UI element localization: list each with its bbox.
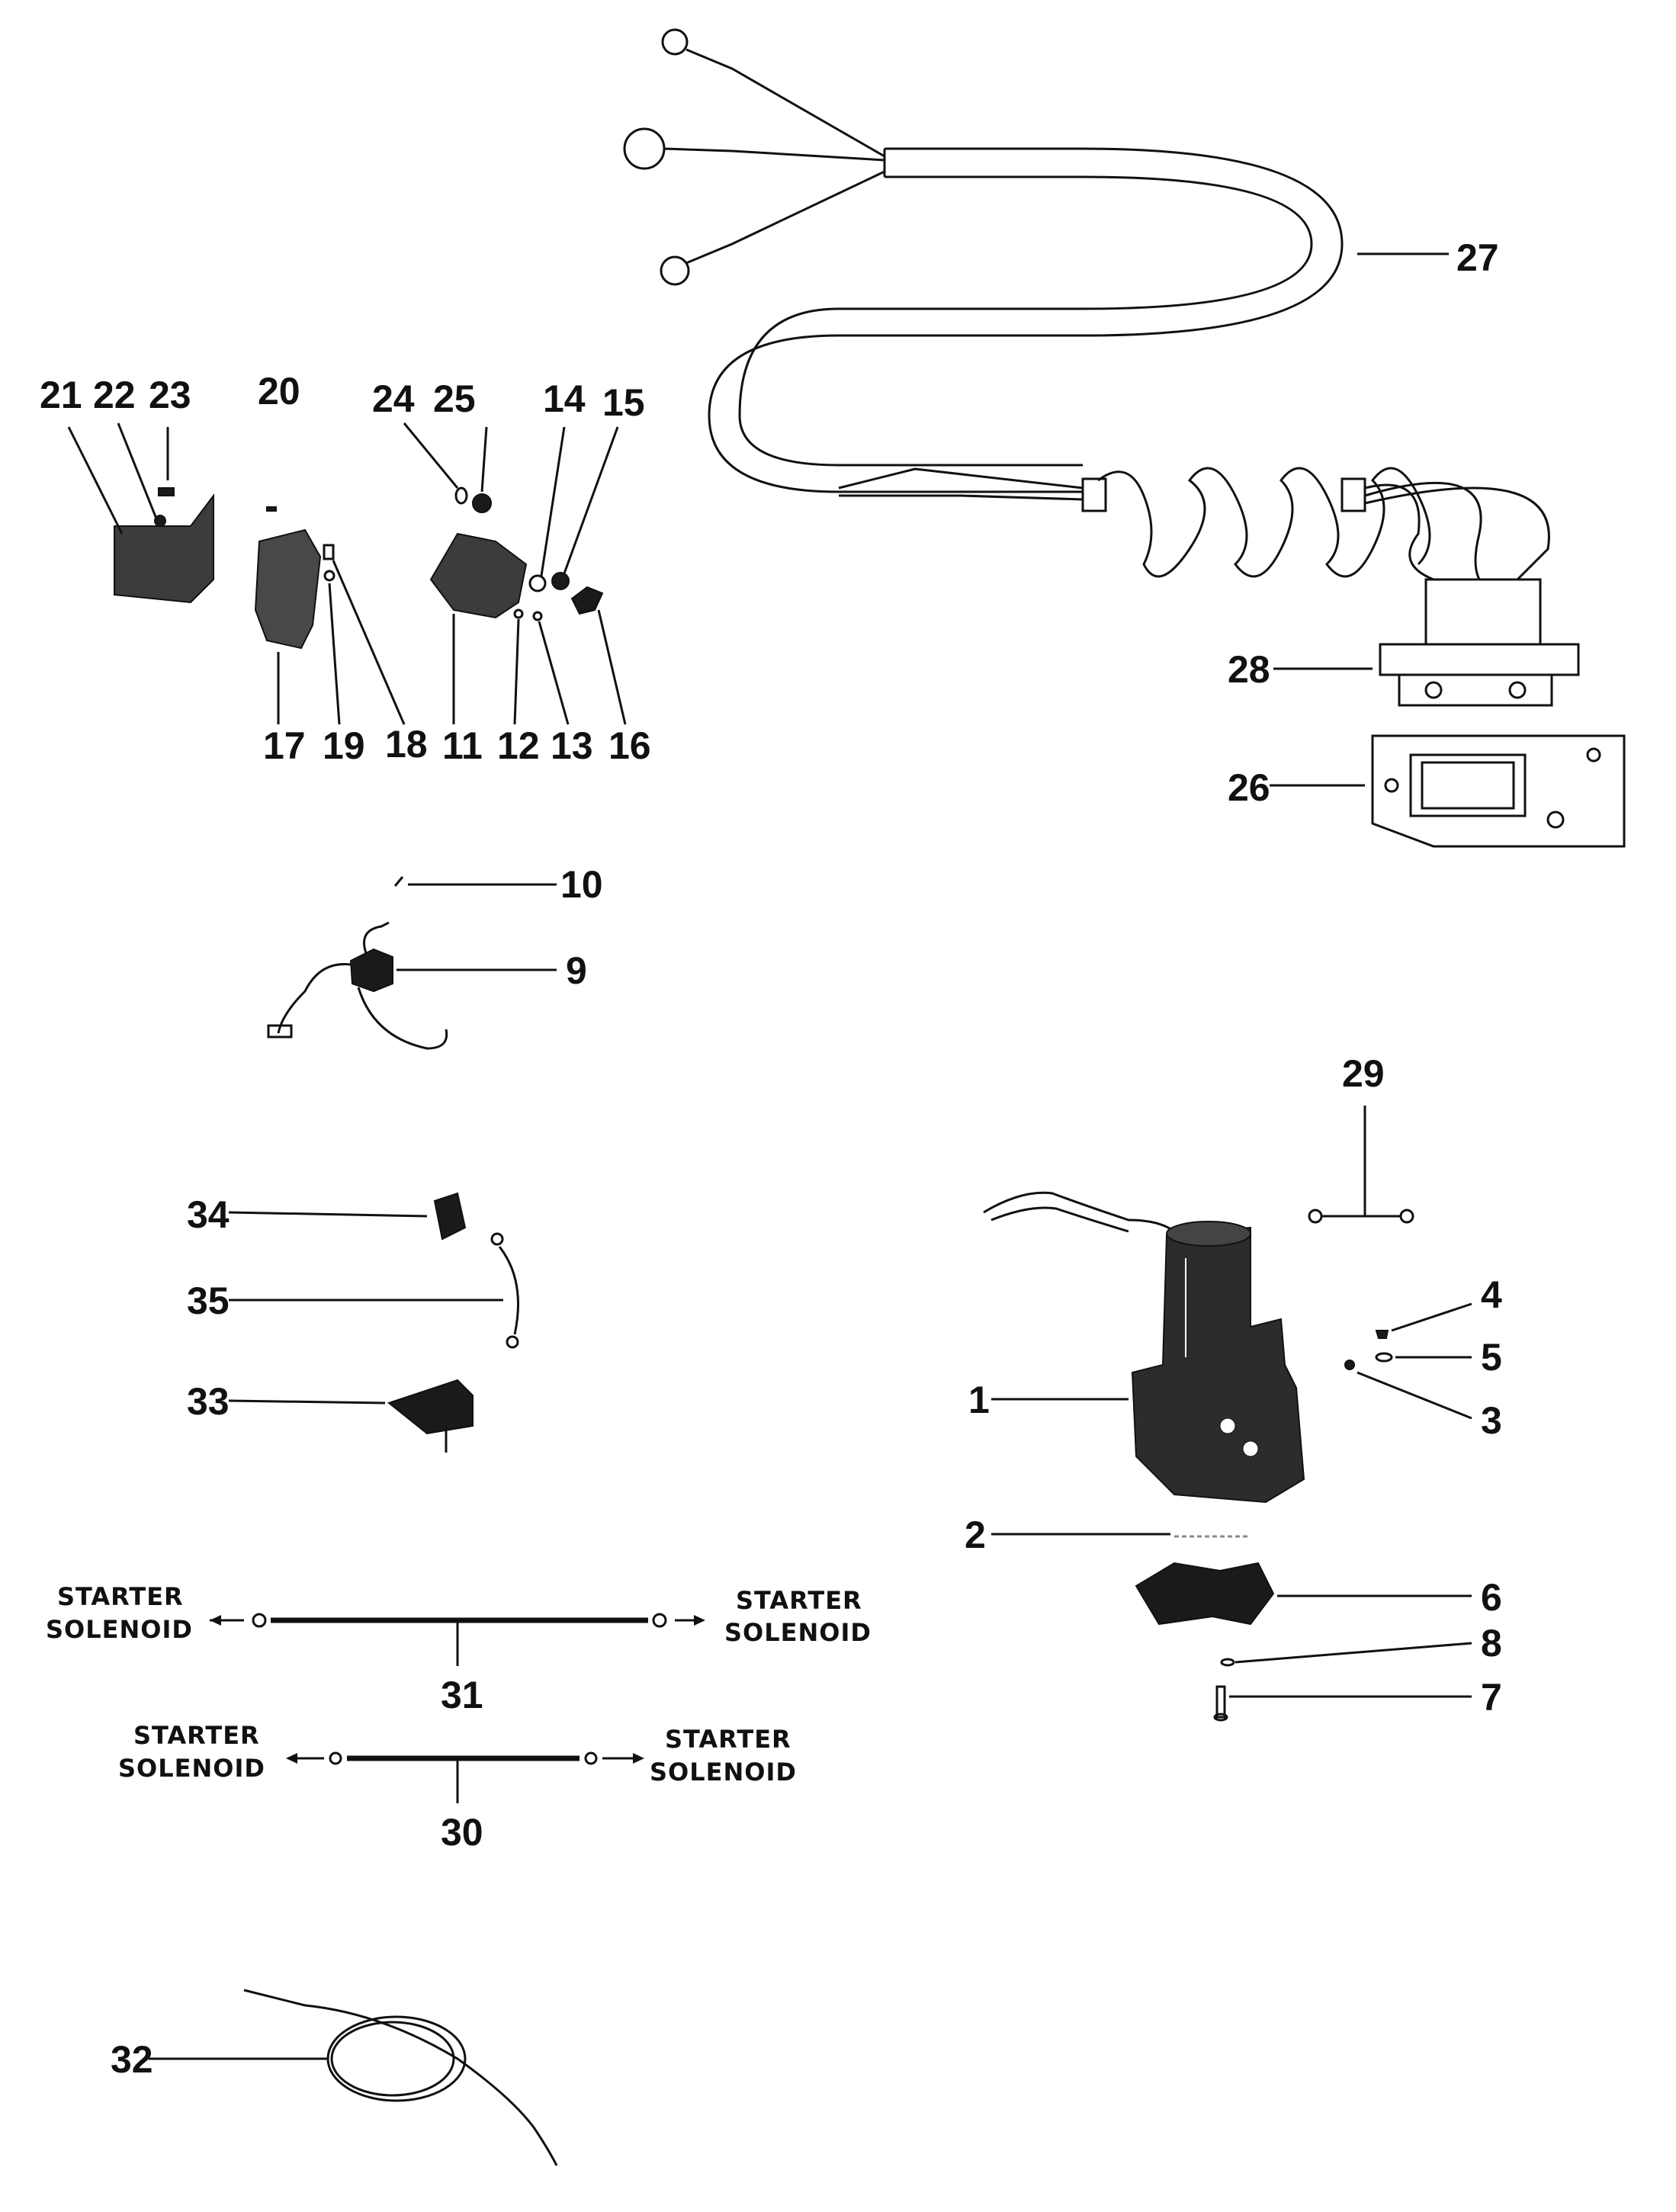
callout-34: 34: [187, 1193, 230, 1236]
label-30-left-solenoid: SOLENOID: [118, 1754, 265, 1783]
part-11-key-switch: [429, 532, 528, 724]
part-19-washer: [323, 570, 341, 725]
callout-23: 23: [149, 374, 191, 416]
part-33-bracket: [228, 1379, 474, 1453]
part-24-washer: [403, 422, 468, 505]
callout-2: 2: [965, 1514, 986, 1556]
callout-numbers: 27 21 22 23 20 24 25 14 15 28 17 19 18 1…: [40, 236, 1502, 2081]
label-31-right-starter: STARTER: [736, 1586, 862, 1615]
callout-6: 6: [1481, 1576, 1502, 1619]
part-27-wiring-harness: [623, 28, 1550, 581]
part-18-screw: [323, 544, 406, 725]
part-34-connector: [228, 1192, 467, 1241]
part-31-lead: [210, 1613, 705, 1666]
part-25-nut: [472, 426, 492, 513]
label-31-left-starter: STARTER: [57, 1582, 184, 1611]
part-5-washer: [1375, 1352, 1472, 1363]
callout-12: 12: [497, 724, 540, 767]
part-6-block: [1135, 1562, 1472, 1626]
callout-33: 33: [187, 1380, 230, 1423]
part-16-boot: [570, 586, 627, 725]
starter-solenoid-labels: STARTER SOLENOID STARTER SOLENOID STARTE…: [46, 1582, 872, 1787]
callout-4: 4: [1481, 1273, 1502, 1316]
callout-7: 7: [1481, 1676, 1502, 1719]
callout-35: 35: [187, 1279, 230, 1322]
callout-14: 14: [543, 377, 586, 420]
label-30-left-starter: STARTER: [133, 1721, 260, 1750]
label-30-right-solenoid: SOLENOID: [650, 1758, 797, 1787]
callout-25: 25: [433, 377, 476, 420]
part-7-bolt: [1213, 1685, 1472, 1722]
part-8-washer: [1220, 1642, 1472, 1667]
label-31-right-solenoid: SOLENOID: [724, 1618, 872, 1647]
part-20-pin: [266, 506, 277, 512]
part-29-jumper: [1308, 1106, 1414, 1224]
callout-3: 3: [1481, 1399, 1502, 1442]
part-2-gasket: [991, 1533, 1251, 1538]
callout-22: 22: [93, 374, 136, 416]
part-3-nut: [1344, 1360, 1472, 1420]
part-10-clip: [393, 876, 557, 887]
part-1-pump-assembly: [983, 1191, 1305, 1504]
callout-31: 31: [441, 1674, 483, 1716]
label-31-left-solenoid: SOLENOID: [46, 1615, 193, 1644]
callout-21: 21: [40, 374, 82, 416]
callout-13: 13: [551, 724, 593, 767]
part-23-bolt: [158, 427, 175, 496]
part-12-washer: [513, 608, 524, 725]
part-17-switch-housing: [254, 528, 322, 724]
part-30-lead: [286, 1751, 644, 1803]
label-30-right-starter: STARTER: [665, 1725, 791, 1754]
callout-19: 19: [323, 724, 365, 767]
callout-29: 29: [1342, 1052, 1385, 1095]
callout-5: 5: [1481, 1336, 1502, 1379]
part-14-nut: [528, 426, 566, 592]
part-9-switch-assembly: [267, 921, 557, 1050]
callout-1: 1: [968, 1379, 990, 1421]
callout-17: 17: [263, 724, 306, 767]
part-22-screw: [117, 422, 166, 527]
part-4-screw: [1375, 1302, 1472, 1339]
callout-24: 24: [372, 377, 415, 420]
callout-26: 26: [1228, 766, 1270, 809]
part-26-mounting-plate: [1270, 734, 1626, 848]
part-15-nut: [551, 426, 619, 590]
callout-16: 16: [608, 724, 651, 767]
callout-18: 18: [385, 723, 428, 766]
callout-11: 11: [442, 724, 483, 767]
callout-28: 28: [1228, 648, 1270, 691]
callout-8: 8: [1481, 1622, 1502, 1665]
part-35-ground-lead: [229, 1232, 519, 1349]
part-13-washer: [532, 611, 570, 725]
callout-10: 10: [560, 863, 603, 906]
callout-9: 9: [566, 949, 587, 992]
part-21-bracket: [67, 426, 214, 604]
callout-27: 27: [1456, 236, 1499, 279]
part-32-coiled-lead: [149, 1989, 558, 2166]
callout-15: 15: [602, 381, 645, 424]
callout-20: 20: [258, 370, 300, 413]
callout-30: 30: [441, 1811, 483, 1854]
part-28-plug: [1273, 578, 1580, 707]
callout-32: 32: [111, 2038, 153, 2081]
